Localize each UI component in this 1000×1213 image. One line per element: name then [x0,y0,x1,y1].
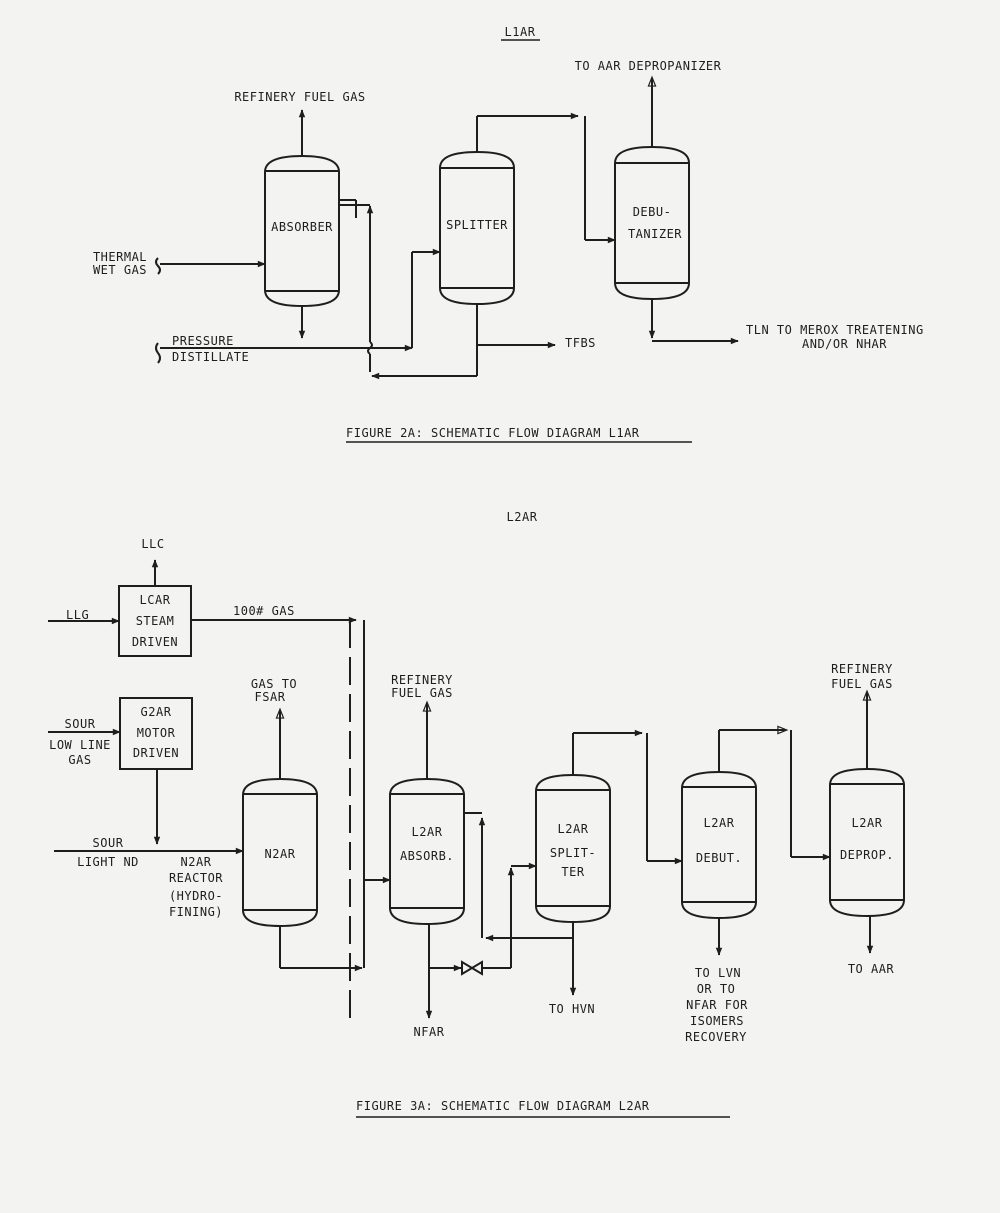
l2ar-debutanizer-label-2: DEBUT. [696,851,742,865]
thermal-wet-gas-label-2: WET GAS [93,263,147,277]
section-title-l1ar: L1AR [505,25,536,39]
g2ar-label-2: MOTOR [137,726,176,740]
to-lvn-label-4: ISOMERS [690,1014,744,1028]
to-aar-depropanizer-label: TO AAR DEPROPANIZER [575,59,722,73]
sour-light-nd-label-1: SOUR [93,836,124,850]
debutanizer-label-1: DEBU- [633,205,672,219]
figure-2a: L1AR ABSORBER SPLITTER DEBU- TANIZER REF… [93,25,924,443]
tln-label-2: AND/OR NHAR [802,337,887,351]
splitter-label: SPLITTER [446,218,508,232]
refinery-fuel-gas-2-label-1: REFINERY [831,662,893,676]
n2ar-label: N2AR [265,847,296,861]
l2ar-splitter-vessel: L2AR SPLIT- TER [535,773,611,924]
g2ar-box: G2AR MOTOR DRIVEN [119,697,193,770]
section-title-l2ar: L2AR [507,510,538,524]
n2ar-reactor-label-1: N2AR [181,855,212,869]
to-lvn-label-3: NFAR FOR [686,998,748,1012]
figure-3a-flow-lines [48,559,874,1025]
nfar-label: NFAR [414,1025,445,1039]
debutanizer-label-2: TANIZER [628,227,682,241]
tfbs-label: TFBS [565,336,596,350]
absorber-label: ABSORBER [271,220,333,234]
gas-to-fsar-label-2: FSAR [255,690,286,704]
figure-2a-flow-lines [155,78,739,380]
refinery-fuel-gas-2-label-2: FUEL GAS [831,677,893,691]
l2ar-debutanizer-vessel: L2AR DEBUT. [681,770,757,920]
to-aar-label: TO AAR [848,962,895,976]
figure-3a: L2AR LCAR STEAM DRIVEN G2AR MOTOR DRIVEN… [48,510,905,1118]
splitter-vessel: SPLITTER [439,150,515,306]
n2ar-reactor-label-2: REACTOR [169,871,223,885]
debutanizer-vessel: DEBU- TANIZER [614,145,690,301]
l2ar-absorber-label-1: L2AR [412,825,443,839]
l2ar-depropanizer-vessel: L2AR DEPROP. [829,767,905,918]
lcar-label-1: LCAR [140,593,171,607]
l2ar-absorber-label-2: ABSORB. [400,849,454,863]
l2ar-depropanizer-label-2: DEPROP. [840,848,894,862]
sour-light-nd-label-2: LIGHT ND [77,855,139,869]
n2ar-reactor-label-4: FINING) [169,905,223,919]
lcar-label-3: DRIVEN [132,635,178,649]
thermal-wet-gas-label-1: THERMAL [93,250,147,264]
to-lvn-label-5: RECOVERY [685,1030,747,1044]
sour-low-line-gas-label-1: SOUR [65,717,96,731]
l2ar-debutanizer-label-1: L2AR [704,816,735,830]
gas-to-fsar-label-1: GAS TO [251,677,297,691]
refinery-fuel-gas-1-label-1: REFINERY [391,673,453,687]
l2ar-splitter-label-3: TER [561,865,584,879]
l2ar-absorber-vessel: L2AR ABSORB. [389,777,465,926]
to-hvn-label: TO HVN [549,1002,595,1016]
llc-label: LLC [141,537,164,551]
figure-3a-caption: FIGURE 3A: SCHEMATIC FLOW DIAGRAM L2AR [356,1099,650,1113]
l2ar-splitter-label-2: SPLIT- [550,846,596,860]
lcar-label-2: STEAM [136,614,175,628]
to-lvn-label-2: OR TO [697,982,736,996]
sour-low-line-gas-label-3: GAS [68,753,91,767]
figure-2a-caption: FIGURE 2A: SCHEMATIC FLOW DIAGRAM L1AR [346,426,640,440]
g2ar-label-3: DRIVEN [133,746,179,760]
l2ar-splitter-label-1: L2AR [558,822,589,836]
pressure-distillate-label-1: PRESSURE [172,334,234,348]
refinery-fuel-gas-1-label-2: FUEL GAS [391,686,453,700]
gas-100-label: 100# GAS [233,604,295,618]
tln-label-1: TLN TO MEROX TREATENING [746,323,924,337]
g2ar-label-1: G2AR [141,705,172,719]
llg-label: LLG [66,608,89,622]
absorber-vessel: ABSORBER [264,154,340,308]
to-lvn-label-1: TO LVN [695,966,741,980]
pressure-distillate-label-2: DISTILLATE [172,350,249,364]
lcar-box: LCAR STEAM DRIVEN [118,585,192,657]
n2ar-reactor-label-3: (HYDRO- [169,889,223,903]
l2ar-depropanizer-label-1: L2AR [852,816,883,830]
n2ar-vessel: N2AR [242,777,318,928]
refinery-fuel-gas-label: REFINERY FUEL GAS [234,90,365,104]
sour-low-line-gas-label-2: LOW LINE [49,738,111,752]
